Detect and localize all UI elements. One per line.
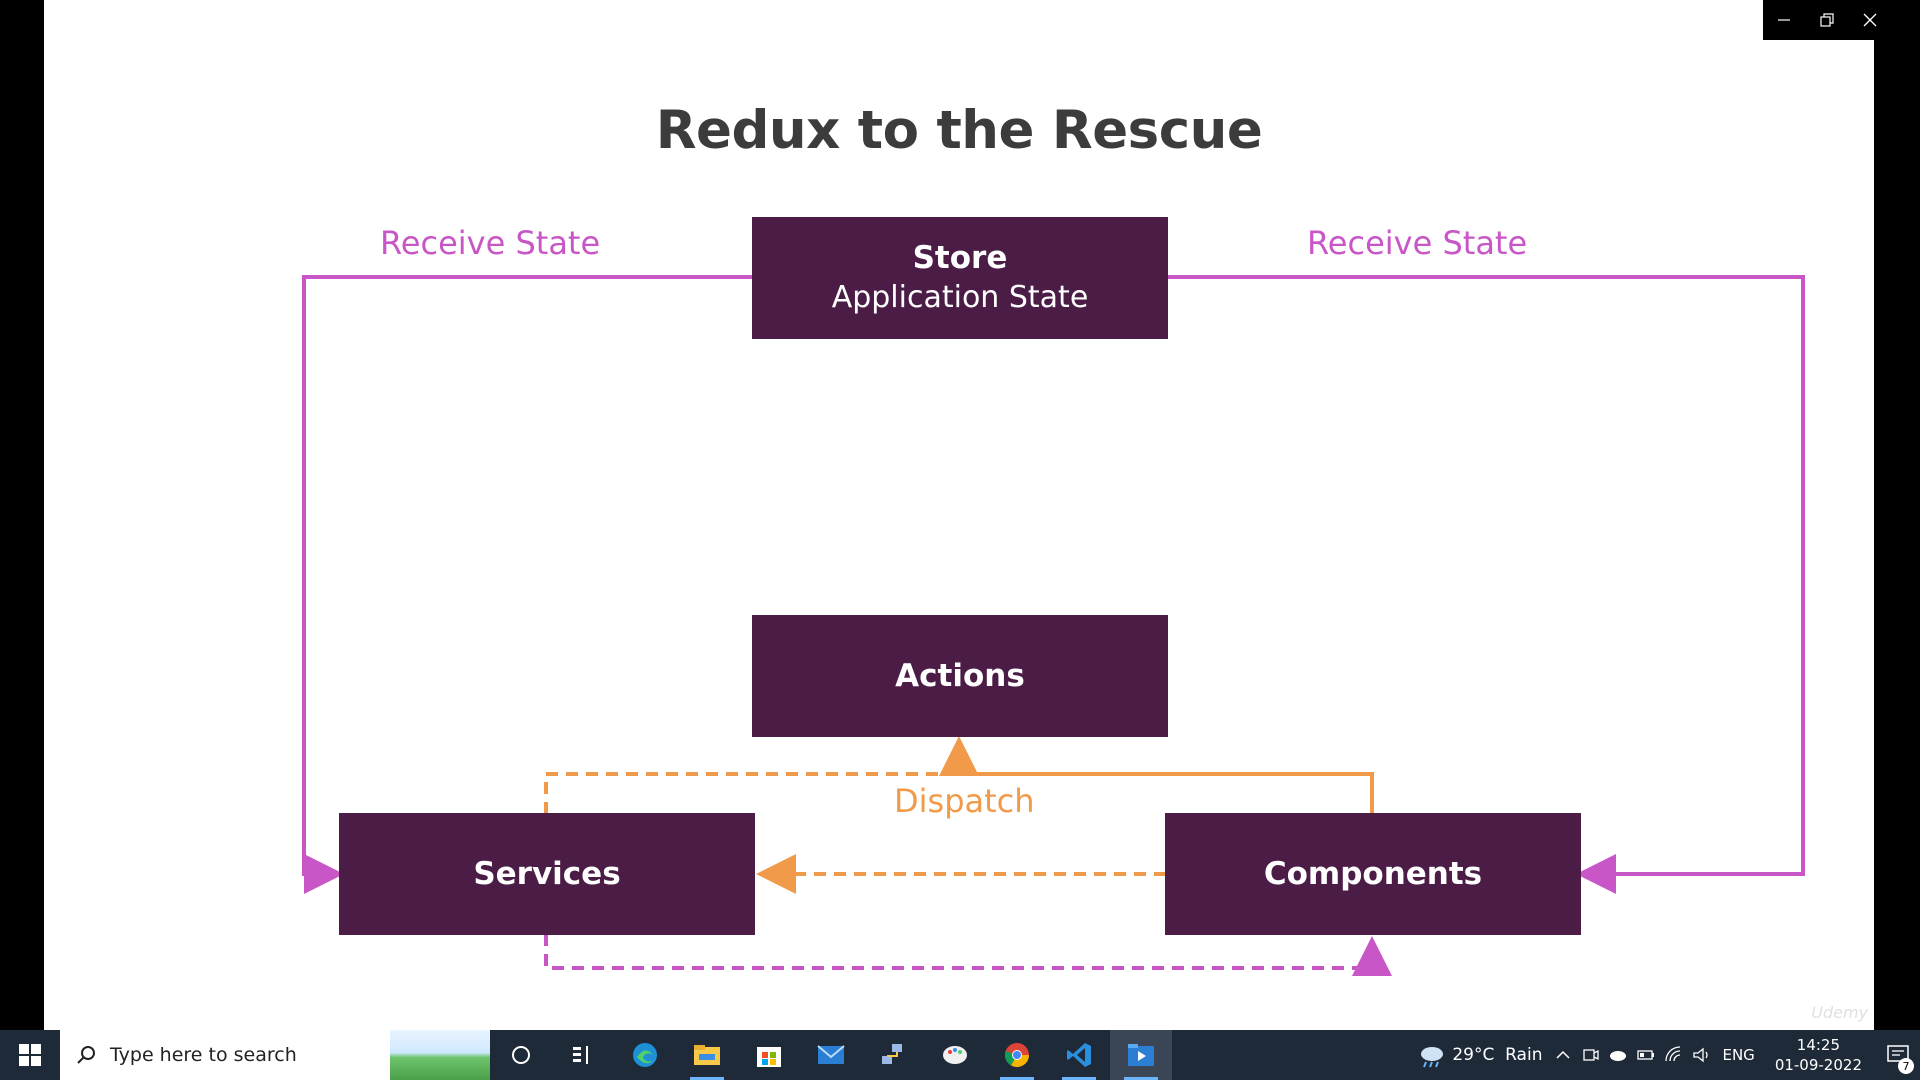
- slide-canvas: Redux to the Rescue Store Application St…: [44, 0, 1874, 1030]
- network-app-icon: [882, 1044, 902, 1064]
- clock-date: 01-09-2022: [1774, 1056, 1862, 1074]
- close-button[interactable]: [1848, 0, 1891, 40]
- store-button[interactable]: [738, 1030, 800, 1080]
- dispatch-components-arrow: [939, 736, 1374, 814]
- store-box: Store Application State: [752, 217, 1168, 339]
- services-box: Services: [339, 813, 755, 935]
- minimize-icon: [1778, 19, 1791, 21]
- receive-state-right-arrow: [1168, 275, 1805, 894]
- actions-box: Actions: [752, 615, 1168, 737]
- paint-button[interactable]: [924, 1030, 986, 1080]
- services-label: Services: [473, 856, 621, 892]
- restore-icon: [1820, 13, 1834, 27]
- network-app-button[interactable]: [862, 1030, 924, 1080]
- components-label: Components: [1263, 856, 1483, 892]
- media-player-indicator: [1124, 1077, 1158, 1080]
- receive-state-left-label: Receive State: [380, 224, 601, 262]
- windows-logo-icon: [19, 1044, 41, 1066]
- action-center-button[interactable]: 7: [1876, 1030, 1920, 1080]
- search-placeholder: Type here to search: [110, 1044, 297, 1066]
- file-explorer-indicator: [690, 1077, 724, 1080]
- chrome-indicator: [1000, 1077, 1034, 1080]
- search-highlight-image: [390, 1030, 490, 1080]
- mail-icon: [817, 1045, 845, 1064]
- volume-icon[interactable]: [1692, 1046, 1712, 1064]
- store-title: Store: [912, 240, 1008, 276]
- taskbar-search-box[interactable]: Type here to search: [60, 1030, 490, 1080]
- mail-button[interactable]: [800, 1030, 862, 1080]
- dispatch-services-arrow: [544, 772, 959, 814]
- receive-state-left-arrow: [302, 275, 752, 894]
- dispatch-label: Dispatch: [894, 782, 1035, 820]
- task-view-button[interactable]: [552, 1030, 614, 1080]
- onedrive-icon[interactable]: [1608, 1046, 1628, 1064]
- clock-time: 14:25: [1796, 1036, 1841, 1054]
- udemy-watermark: Udemy: [1811, 1003, 1868, 1022]
- services-to-components-arrow: [544, 934, 1392, 976]
- restore-button[interactable]: [1806, 0, 1849, 40]
- flow-arrows: [302, 275, 1805, 976]
- notification-count-badge: 7: [1898, 1058, 1914, 1074]
- close-icon: [1863, 13, 1877, 27]
- chrome-icon: [1004, 1043, 1029, 1068]
- slide-title: Redux to the Rescue: [655, 100, 1263, 161]
- cortana-button[interactable]: [490, 1030, 552, 1080]
- meet-now-icon[interactable]: [1582, 1046, 1600, 1064]
- edge-button[interactable]: [614, 1030, 676, 1080]
- notification-icon: [1887, 1045, 1909, 1062]
- clock[interactable]: 14:25 01-09-2022: [1775, 1035, 1862, 1075]
- wifi-icon[interactable]: [1664, 1046, 1684, 1064]
- task-view-icon: [573, 1046, 588, 1064]
- vscode-button[interactable]: [1048, 1030, 1110, 1080]
- media-player-button[interactable]: [1110, 1030, 1172, 1080]
- window-controls: [1763, 0, 1891, 40]
- receive-state-right-label: Receive State: [1307, 224, 1528, 262]
- vscode-icon: [1067, 1043, 1091, 1067]
- minimize-button[interactable]: [1763, 0, 1806, 40]
- start-button[interactable]: [0, 1030, 60, 1080]
- chevron-up-icon[interactable]: [1554, 1046, 1572, 1064]
- battery-icon[interactable]: [1636, 1046, 1656, 1064]
- cortana-icon: [512, 1046, 530, 1064]
- media-player-icon: [1128, 1044, 1154, 1066]
- weather-rain-icon: [1421, 1047, 1444, 1068]
- file-explorer-button[interactable]: [676, 1030, 738, 1080]
- taskbar: Type here to search 29°C Rain: [0, 1030, 1920, 1080]
- components-box: Components: [1165, 813, 1581, 935]
- chrome-button[interactable]: [986, 1030, 1048, 1080]
- language-indicator[interactable]: ENG: [1722, 1046, 1755, 1064]
- edge-icon: [633, 1043, 657, 1067]
- paint-icon: [943, 1046, 967, 1064]
- vscode-indicator: [1062, 1077, 1096, 1080]
- actions-label: Actions: [895, 658, 1025, 694]
- weather-text[interactable]: 29°C Rain: [1452, 1045, 1543, 1065]
- system-tray: 29°C Rain ENG 14:25 01-09-2022 7: [1416, 1030, 1920, 1080]
- store-subtitle: Application State: [831, 280, 1089, 315]
- store-icon: [757, 1047, 781, 1067]
- file-explorer-icon: [694, 1045, 720, 1065]
- search-icon: [77, 1046, 95, 1064]
